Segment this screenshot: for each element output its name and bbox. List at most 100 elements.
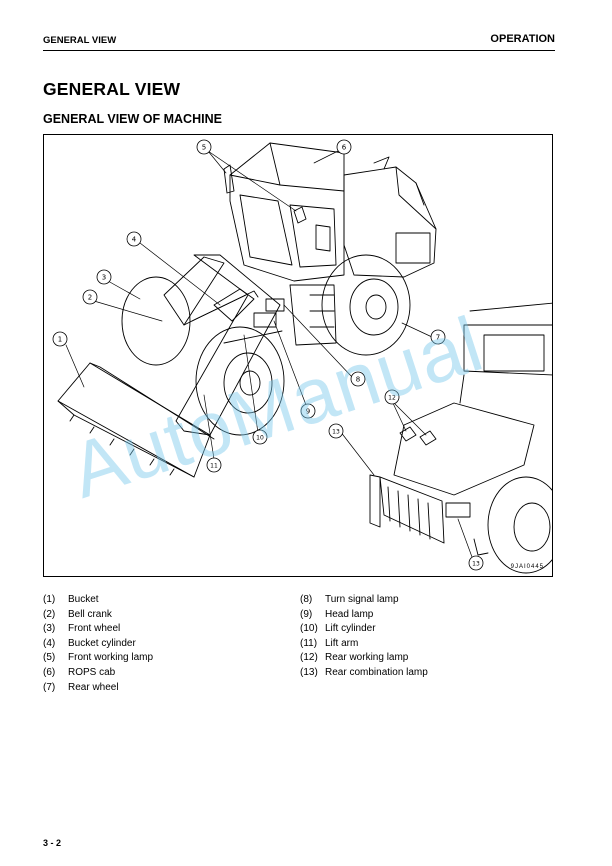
front-wheel-rim: [223, 352, 273, 414]
front-working-lamp-left: [223, 164, 235, 194]
lift-arm-near: [175, 254, 281, 436]
legend-label: Bucket cylinder: [68, 637, 136, 649]
mirror-arm: [373, 156, 390, 170]
callout-circle-13a: [328, 423, 344, 439]
callout-number: 4: [132, 236, 137, 244]
legend-number: (13): [300, 666, 318, 678]
legend-label: Front wheel: [68, 623, 121, 635]
leader-4: [139, 242, 221, 306]
callout-number: 3: [102, 274, 106, 282]
callout-number: 13: [472, 561, 480, 568]
legend-number: (8): [300, 594, 313, 605]
rear-grille-bars: [387, 486, 431, 540]
lift-cylinder: [223, 330, 283, 344]
leader-12a: [391, 400, 407, 432]
leader-3: [107, 280, 141, 300]
callout-number: 1: [58, 336, 62, 344]
cab-front-window: [239, 194, 293, 266]
rear-cab-window: [483, 334, 545, 372]
legend-number: (10): [300, 623, 318, 635]
leader-13b: [457, 518, 473, 558]
legend-number: (6): [43, 666, 56, 678]
leader-2: [93, 300, 163, 322]
legend-label: Front working lamp: [68, 652, 154, 664]
header-section-title: GENERAL VIEW: [43, 35, 117, 46]
callout-circle-4: [126, 231, 142, 247]
rear-working-lamp-right: [419, 430, 437, 446]
cab-roof-front: [229, 174, 281, 186]
legend-left-column: (1)Bucket (2)Bell crank (3)Front wheel (…: [43, 593, 153, 695]
machine-illustration: 1 2 3 4 5 6 7 8 9 10 11 12 13 13 9JAI044…: [43, 134, 553, 577]
front-frame: [289, 284, 337, 346]
callout-number: 7: [436, 334, 440, 342]
rear-combination-lamp: [445, 502, 471, 518]
legend-label: Rear wheel: [68, 681, 119, 693]
legend-item: (1)Bucket: [43, 593, 153, 608]
leader-11: [203, 394, 215, 460]
callout-number: 13: [332, 429, 340, 436]
hood-crease: [415, 182, 425, 206]
rear-machine-rim: [513, 502, 551, 552]
callout-circle-7: [430, 329, 446, 345]
callout-circle-13b: [468, 555, 484, 571]
exhaust-pipe: [459, 374, 465, 404]
legend-label: Rear combination lamp: [325, 666, 428, 678]
hood-edge: [395, 166, 437, 230]
lift-arm-far: [163, 256, 225, 326]
callout-circle-5: [196, 139, 212, 155]
legend-number: (4): [43, 637, 56, 649]
leader-8: [283, 304, 353, 378]
callout-number: 10: [256, 435, 264, 442]
bucket-top-edge: [89, 362, 215, 440]
legend-item: (10) Lift cylinder: [300, 622, 428, 637]
callout-number: 6: [342, 144, 347, 152]
legend-right-column: (8) Turn signal lamp (9)Head lamp (10) Lif…: [300, 593, 428, 681]
rear-cab-silhouette: [463, 324, 552, 376]
legend-label: Lift arm: [325, 637, 359, 649]
page-number: 3 - 2: [43, 838, 62, 848]
legend-label: Lift cylinder: [325, 623, 376, 635]
legend-number: (7): [43, 681, 56, 693]
legend-item: (6)ROPS cab: [43, 666, 153, 681]
leader-6: [313, 150, 339, 164]
legend-item: (13) Rear combination lamp: [300, 666, 428, 681]
rops-cab-frame: [229, 142, 345, 282]
legend-label: Bucket: [68, 594, 99, 605]
leader-7: [401, 322, 433, 338]
figure-code: 9JAI0445: [510, 564, 544, 570]
legend-label: Rear working lamp: [325, 652, 409, 664]
callout-circle-8: [350, 371, 366, 387]
rear-cab-roof: [469, 302, 552, 312]
callout-number: 2: [88, 294, 92, 302]
rear-hood: [393, 402, 535, 496]
section-subtitle: GENERAL VIEW OF MACHINE: [43, 112, 222, 126]
legend-item: (3)Front wheel: [43, 622, 153, 637]
callout-numbers: 1 2 3 4 5 6 7 8 9 10 11 12 13 13: [58, 144, 480, 568]
page-title: GENERAL VIEW: [43, 79, 181, 99]
rear-wheel-hub: [365, 294, 387, 320]
front-wheel-tire: [195, 326, 285, 436]
legend-label: Turn signal lamp: [325, 594, 399, 605]
bucket-cylinder-body: [183, 290, 259, 326]
leader-1: [65, 344, 85, 388]
leader-13a: [339, 430, 375, 476]
leader-10: [243, 334, 259, 434]
callout-leaders: [65, 150, 473, 558]
rear-step: [395, 232, 431, 264]
far-front-wheel: [121, 276, 191, 366]
legend-number: (11): [300, 637, 318, 649]
bell-crank: [213, 288, 255, 322]
rear-bumper-left: [369, 474, 381, 528]
leader-9: [273, 320, 307, 406]
legend-item: (12)Rear working lamp: [300, 651, 428, 666]
bucket-teeth: [69, 414, 175, 476]
leader-12b: [391, 400, 427, 436]
callout-circle-12: [384, 389, 400, 405]
legend-number: (5): [43, 652, 56, 664]
legend-item: (11) Lift arm: [300, 637, 428, 652]
front-wheel-hub: [239, 370, 261, 396]
rear-wheel-rim: [349, 278, 399, 336]
legend-item: (9)Head lamp: [300, 608, 428, 623]
callout-number: 8: [356, 376, 360, 384]
callout-number: 5: [202, 144, 206, 152]
